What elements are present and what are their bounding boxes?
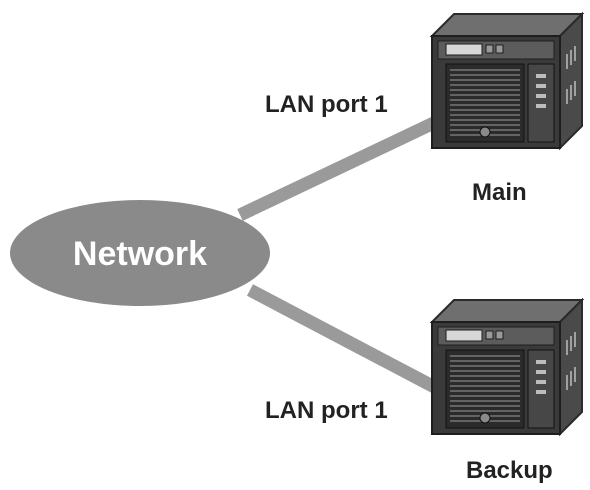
backup-device [431,299,583,435]
nas-server-icon [431,299,583,435]
network-label: Network [73,235,207,273]
backup-port-label: LAN port 1 [265,397,388,424]
link-backup [246,284,444,396]
main-device [431,13,583,149]
backup-device-label: Backup [466,457,553,484]
network-cloud [10,200,270,306]
main-port-label: LAN port 1 [265,91,388,118]
nas-server-icon [431,13,583,149]
link-main [237,114,443,221]
main-device-label: Main [472,179,527,206]
